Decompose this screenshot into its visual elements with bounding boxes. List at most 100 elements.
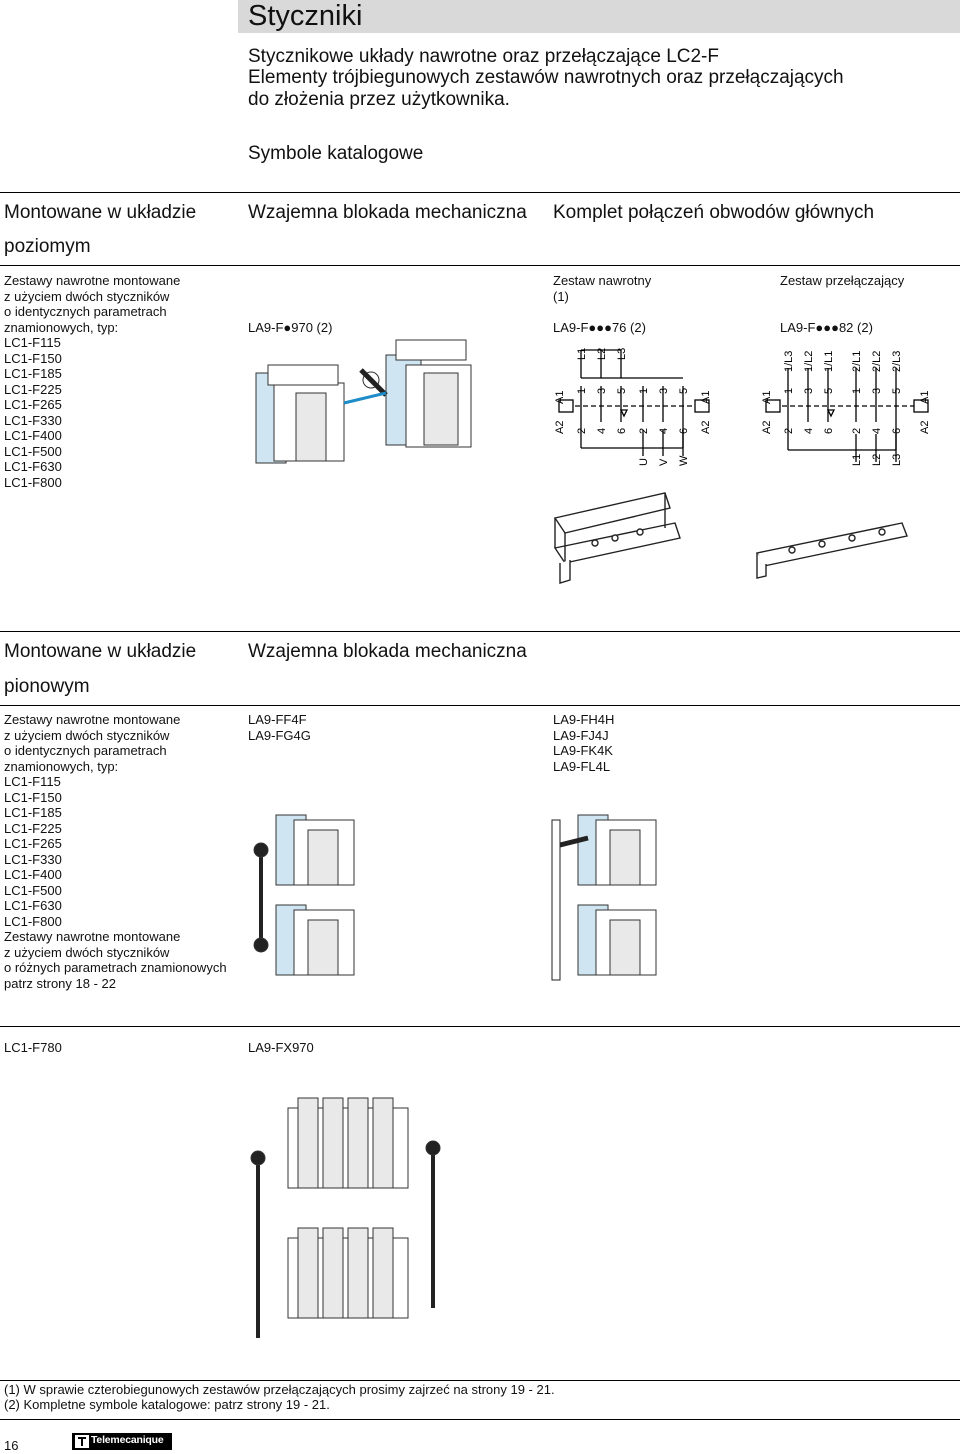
subtitle-line-3: do złożenia przez użytkownika. — [248, 89, 510, 110]
s3-model: LC1-F780 — [4, 1040, 62, 1055]
diagram-label: 2 — [638, 428, 650, 434]
s2-model: LC1-F630 — [4, 898, 62, 913]
diagram-label: 1 — [851, 388, 863, 394]
s2-col2-heading: Wzajemna blokada mechaniczna — [248, 641, 527, 662]
s2-refs-a: LA9-FF4F LA9-FG4G — [248, 712, 311, 743]
s1-model: LC1-F150 — [4, 350, 62, 366]
diagram-label: U — [638, 458, 650, 466]
diagram-label: 1 — [576, 388, 588, 394]
diagram-label: A1 — [919, 391, 931, 404]
telemecanique-logo — [72, 1433, 172, 1450]
diagram-label: 3 — [803, 388, 815, 394]
diagram-label: 1/L3 — [783, 351, 795, 372]
diagram-label: 3 — [596, 388, 608, 394]
s1-model: LC1-F500 — [4, 443, 62, 459]
s2-model: LC1-F400 — [4, 867, 62, 882]
diagram-label: 3 — [871, 388, 883, 394]
diagram-label: A1 — [554, 391, 566, 404]
diagram-label: L1 — [576, 348, 588, 360]
s2-desc2-line: Zestawy nawrotne montowane — [4, 929, 181, 944]
diagram-label: 6 — [823, 428, 835, 434]
diagram-label: L3 — [891, 454, 903, 466]
section3-top-rule — [0, 1026, 960, 1027]
s2-desc-line: o identycznych parametrach — [4, 743, 167, 758]
s1-desc-line: znamionowych, typ: — [4, 319, 119, 335]
s1-desc-line: z użyciem dwóch styczników — [4, 288, 170, 304]
s2-description: Zestawy nawrotne montowane z użyciem dwó… — [4, 712, 227, 991]
s2-col1-heading: Montowane w układzie — [4, 641, 197, 662]
s1-col1-heading: Montowane w układzie — [4, 202, 197, 223]
diagram-label: 4 — [803, 428, 815, 434]
diagram-label: A1 — [700, 391, 712, 404]
s1-model: LC1-F265 — [4, 397, 62, 412]
s2-ref: LA9-FJ4J — [553, 727, 609, 743]
diagram-label: 4 — [596, 428, 608, 434]
s1-model: LC1-F330 — [4, 412, 62, 428]
diagram-label: A2 — [761, 421, 773, 434]
vertical-interlock-illustration-a — [253, 814, 355, 976]
s2-desc2-line: o różnych parametrach znamionowych — [4, 960, 227, 975]
diagram-label: 1 — [638, 388, 650, 394]
diagram-label: 6 — [678, 428, 690, 434]
diagram-label: L2 — [871, 454, 883, 466]
diagram-label: 5 — [823, 388, 835, 394]
s1-col2-heading: Wzajemna blokada mechaniczna — [248, 202, 527, 223]
diagram-label: A1 — [761, 391, 773, 404]
s1-desc-line: o identycznych parametrach — [4, 304, 167, 319]
subtitle-line-2: Elementy trójbiegunowych zestawów nawrot… — [248, 67, 844, 88]
diagram-label: 4 — [658, 428, 670, 434]
diagram-label: L2 — [596, 348, 608, 360]
s1-interlock-ref: LA9-F●970 (2) — [248, 320, 333, 335]
subtitle-line-1: Stycznikowe układy nawrotne oraz przełąc… — [248, 46, 719, 67]
section2-top-rule — [0, 631, 960, 632]
s1-col3-heading: Komplet połączeń obwodów głównych — [553, 202, 875, 223]
footnote-1: (1) W sprawie czterobiegunowych zestawów… — [4, 1382, 555, 1397]
s2-desc-line: znamionowych, typ: — [4, 758, 119, 774]
reversing-wiring-diagram: A1 A2 A1 A2 L1 L2 L3 1 3 5 1 3 5 2 4 6 2… — [554, 348, 712, 466]
section-title: Symbole katalogowe — [248, 143, 424, 164]
s2-heading-rule — [0, 705, 960, 706]
s1-description: Zestawy nawrotne montowane z użyciem dwó… — [4, 273, 180, 490]
title-bar — [238, 0, 960, 33]
s1-desc-line: Zestawy nawrotne montowane — [4, 273, 181, 288]
diagram-label: 2 — [851, 428, 863, 434]
page-number: 16 — [4, 1438, 19, 1453]
s2-ref: LA9-FG4G — [248, 727, 311, 743]
s2-desc-line: z użyciem dwóch styczników — [4, 727, 170, 743]
diagram-label: 1/L1 — [823, 351, 835, 372]
diagram-label: 2/L1 — [851, 351, 863, 372]
s2-model: LC1-F330 — [4, 851, 62, 867]
s2-ref: LA9-FF4F — [248, 712, 307, 727]
s2-desc-line: Zestawy nawrotne montowane — [4, 712, 181, 727]
diagram-label: 2/L3 — [891, 351, 903, 372]
s2-desc2-line: z użyciem dwóch styczników — [4, 944, 170, 960]
s2-ref: LA9-FL4L — [553, 758, 611, 774]
diagram-label: 3 — [658, 388, 670, 394]
page-title: Styczniki — [248, 0, 363, 32]
diagram-label: 4 — [871, 428, 883, 434]
s2-refs-b: LA9-FH4H LA9-FJ4J LA9-FK4K LA9-FL4L — [553, 712, 614, 774]
s2-ref: LA9-FK4K — [553, 743, 613, 758]
s1-reversing-ref: LA9-F●●●76 (2) — [553, 320, 646, 335]
footer-rule — [0, 1419, 960, 1420]
diagram-label: A2 — [919, 421, 931, 434]
s1-model: LC1-F400 — [4, 428, 62, 443]
s2-model: LC1-F150 — [4, 789, 62, 805]
s2-col1-heading-2: pionowym — [4, 676, 90, 697]
diagram-label: 2 — [576, 428, 588, 434]
diagram-label: L3 — [616, 348, 628, 360]
diagram-label: 1 — [783, 388, 795, 394]
s2-model: LC1-F115 — [4, 774, 61, 789]
diagram-label: L1 — [851, 454, 863, 466]
s2-desc2-line: patrz strony 18 - 22 — [4, 975, 116, 991]
changeover-wiring-diagram: A1 A2 A1 A2 1/L3 1/L2 1/L1 2/L1 2/L2 2/L… — [761, 351, 931, 466]
lc1-f780-interlock-illustration — [250, 1097, 441, 1338]
diagram-label: W — [678, 455, 690, 466]
diagram-label: 5 — [891, 388, 903, 394]
s2-model: LC1-F500 — [4, 882, 62, 898]
s2-model: LC1-F800 — [4, 913, 62, 929]
s1-reversing-label: Zestaw nawrotny — [553, 273, 652, 288]
s1-changeover-ref: LA9-F●●●82 (2) — [780, 320, 873, 335]
s1-col1-heading-2: poziomym — [4, 236, 91, 257]
diagram-label: A2 — [700, 421, 712, 434]
